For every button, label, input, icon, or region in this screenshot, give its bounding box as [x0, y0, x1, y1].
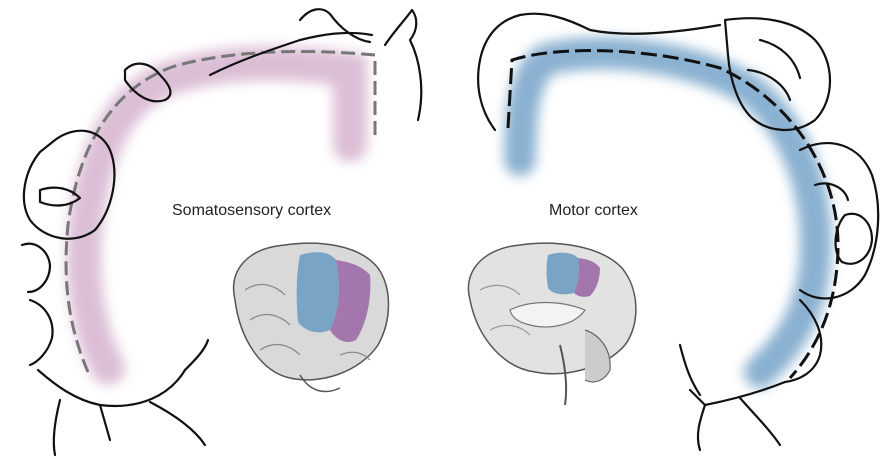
somatosensory-cortex-label: Somatosensory cortex — [172, 202, 331, 220]
brain-motor-region-left — [297, 252, 339, 332]
motor-cortex-label: Motor cortex — [549, 202, 638, 220]
brain-lateral-view — [234, 243, 389, 391]
brain-motor-region-right — [547, 253, 579, 295]
brain-medial-view — [468, 243, 635, 405]
